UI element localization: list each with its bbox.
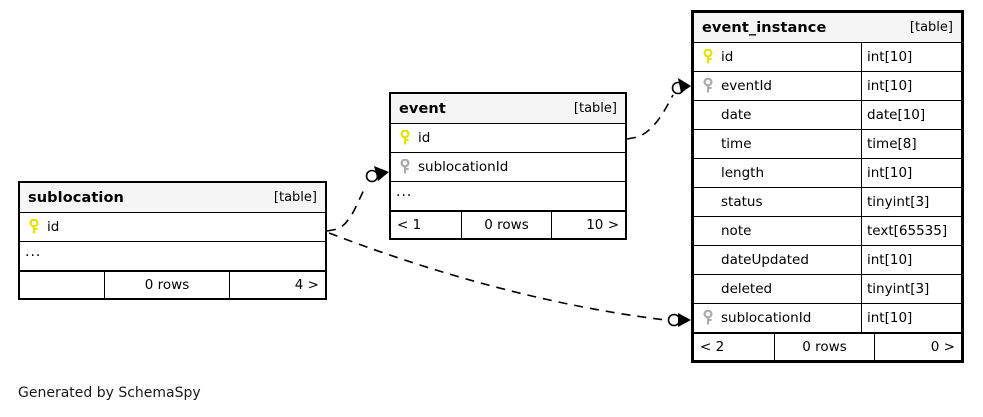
key-icon-primary	[701, 48, 715, 65]
column-type-text: tinyint[3]	[861, 188, 961, 216]
table-sublocation-tag: [table]	[273, 190, 317, 205]
ellipsis-text: ...	[396, 184, 413, 200]
table-sublocation[interactable]: sublocation [table] id ...	[18, 181, 327, 300]
table-row[interactable]: id	[20, 213, 325, 242]
column-cell-name: sublocationId	[391, 153, 625, 181]
table-sublocation-title: sublocation	[28, 189, 124, 206]
column-cell-name: id	[694, 43, 861, 71]
table-row-ellipsis: ...	[20, 242, 325, 271]
column-cell-name: deleted	[694, 275, 861, 303]
table-row[interactable]: length int[10]	[694, 159, 961, 188]
column-type-text: int[10]	[861, 159, 961, 187]
table-row[interactable]: id	[391, 124, 625, 153]
column-name-text: status	[721, 194, 763, 210]
column-type-text: text[65535]	[861, 217, 961, 245]
column-name-text: deleted	[721, 281, 773, 297]
table-row[interactable]: status tinyint[3]	[694, 188, 961, 217]
table-row[interactable]: sublocationId	[391, 153, 625, 182]
footer-parents-count[interactable]	[20, 272, 104, 298]
column-cell-name: dateUpdated	[694, 246, 861, 274]
table-row[interactable]: date date[10]	[694, 101, 961, 130]
column-cell-name: note	[694, 217, 861, 245]
table-row[interactable]: id int[10]	[694, 43, 961, 72]
column-type-text: int[10]	[861, 246, 961, 274]
table-event[interactable]: event [table] id	[389, 92, 627, 240]
relationship-sublocation-to-event	[326, 166, 389, 232]
edge-line	[328, 232, 667, 321]
column-cell-name: date	[694, 101, 861, 129]
column-type-text: time[8]	[861, 130, 961, 158]
generated-by-caption: Generated by SchemaSpy	[18, 385, 201, 401]
column-cell-name: time	[694, 130, 861, 158]
footer-row-count: 0 rows	[104, 272, 229, 298]
column-name-text: sublocationId	[721, 310, 812, 326]
crowsfoot-arrow	[678, 313, 691, 327]
column-name-text: sublocationId	[418, 159, 509, 175]
footer-parents-count[interactable]: < 2	[700, 339, 725, 355]
table-event-instance-title: event_instance	[702, 19, 827, 36]
table-row[interactable]: time time[8]	[694, 130, 961, 159]
relationship-event-to-event-instance	[626, 78, 691, 140]
ellipsis-text: ...	[25, 244, 42, 260]
column-name-text: id	[47, 219, 60, 235]
column-cell-name: length	[694, 159, 861, 187]
table-row[interactable]: dateUpdated int[10]	[694, 246, 961, 275]
column-cell-name: id	[391, 124, 625, 152]
table-event-instance-tag: [table]	[909, 20, 953, 35]
edge-line	[326, 185, 367, 232]
column-cell-name: ...	[20, 242, 325, 270]
table-sublocation-header: sublocation [table]	[20, 183, 325, 213]
key-icon-foreign	[701, 309, 715, 326]
table-event-instance[interactable]: event_instance [table] id int[10]	[691, 10, 964, 363]
key-icon-foreign	[701, 77, 715, 94]
column-name-text: id	[721, 49, 734, 65]
table-event-instance-header: event_instance [table]	[694, 13, 961, 43]
column-cell-name: eventId	[694, 72, 861, 100]
column-cell-name: status	[694, 188, 861, 216]
table-footer: < 1 0 rows 10 >	[391, 211, 625, 238]
footer-row-count: 0 rows	[774, 334, 874, 360]
footer-parents-count[interactable]: < 1	[397, 217, 422, 233]
column-name-text: note	[721, 223, 752, 239]
table-row[interactable]: note text[65535]	[694, 217, 961, 246]
column-type-text: int[10]	[861, 304, 961, 332]
column-type-text: date[10]	[861, 101, 961, 129]
table-row[interactable]: sublocationId int[10]	[694, 304, 961, 333]
key-icon-primary	[27, 218, 41, 235]
column-name-text: date	[721, 107, 752, 123]
footer-row-count: 0 rows	[461, 212, 551, 238]
column-cell-name: ...	[391, 182, 625, 210]
column-name-text: dateUpdated	[721, 252, 809, 268]
crowsfoot-arrow	[374, 166, 389, 181]
column-type-text: tinyint[3]	[861, 275, 961, 303]
column-type-text: int[10]	[861, 43, 961, 71]
column-name-text: time	[721, 136, 752, 152]
table-footer: 0 rows 4 >	[20, 271, 325, 298]
column-type-text: int[10]	[861, 72, 961, 100]
zero-marker	[667, 313, 681, 327]
table-event-header: event [table]	[391, 94, 625, 124]
key-icon-primary	[398, 129, 412, 146]
column-name-text: id	[418, 130, 431, 146]
table-row[interactable]: eventId int[10]	[694, 72, 961, 101]
zero-marker	[671, 81, 685, 95]
footer-children-count[interactable]: 10 >	[551, 212, 625, 238]
table-row[interactable]: deleted tinyint[3]	[694, 275, 961, 304]
column-cell-name: id	[20, 213, 325, 241]
zero-marker	[365, 169, 379, 183]
edge-line	[626, 94, 674, 140]
table-row-ellipsis: ...	[391, 182, 625, 211]
column-cell-name: sublocationId	[694, 304, 861, 332]
table-event-tag: [table]	[573, 101, 617, 116]
crowsfoot-arrow	[678, 78, 691, 93]
column-name-text: eventId	[721, 78, 773, 94]
relationship-sublocation-to-event-instance	[328, 232, 691, 327]
key-icon-foreign	[398, 158, 412, 175]
column-name-text: length	[721, 165, 765, 181]
table-event-title: event	[399, 100, 446, 117]
footer-children-count[interactable]: 0 >	[874, 334, 961, 360]
footer-children-count[interactable]: 4 >	[229, 272, 325, 298]
table-footer: < 2 0 rows 0 >	[694, 333, 961, 360]
